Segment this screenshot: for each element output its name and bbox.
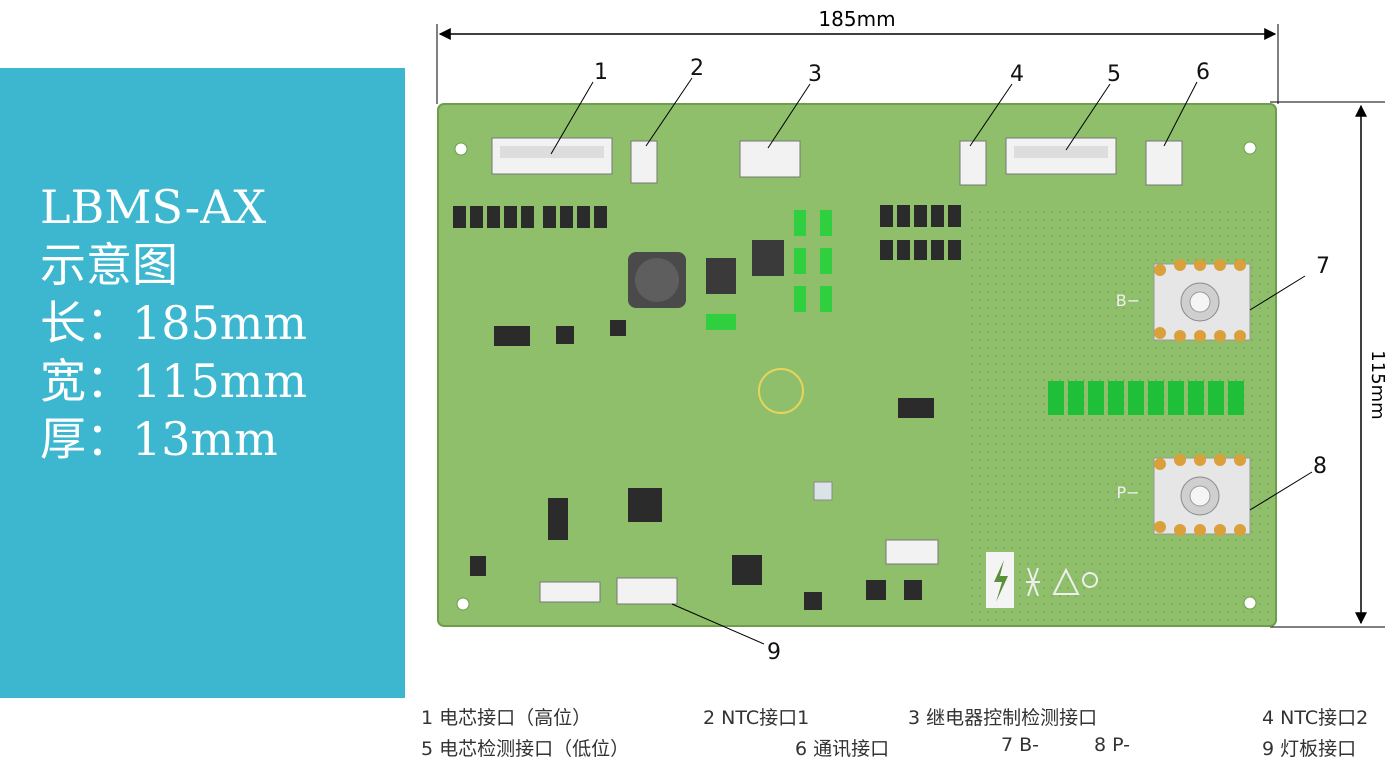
mcu-chip-icon bbox=[628, 488, 662, 522]
component-array bbox=[453, 205, 961, 260]
callout-4: 4 bbox=[1010, 62, 1024, 87]
regulator-icon bbox=[706, 258, 736, 294]
legend-item: 1 电芯接口（高位） bbox=[421, 707, 592, 729]
ic-chip-icon bbox=[610, 320, 626, 336]
info-panel bbox=[0, 68, 405, 698]
subtitle: 示意图 bbox=[40, 238, 178, 292]
callout-7: 7 bbox=[1316, 254, 1330, 279]
mount-hole-icon bbox=[1243, 141, 1257, 155]
led-bar bbox=[1048, 381, 1244, 415]
connector-icon bbox=[1005, 137, 1117, 175]
height-dimension: 115mm bbox=[1270, 101, 1388, 628]
callout-6: 6 bbox=[1196, 60, 1210, 85]
regulator-icon bbox=[752, 240, 784, 276]
legend-item: 5 电芯检测接口（低位） bbox=[421, 738, 630, 760]
model-name: LBMS-AX bbox=[40, 180, 267, 234]
legend-item: 8 P- bbox=[1094, 734, 1131, 756]
legend-item: 2 NTC接口1 bbox=[703, 707, 810, 729]
length-spec: 长：185mm bbox=[40, 296, 308, 350]
callout-5: 5 bbox=[1107, 62, 1121, 87]
height-label: 115mm bbox=[1367, 350, 1388, 419]
connector-icon bbox=[885, 539, 939, 565]
callout-8: 8 bbox=[1313, 454, 1327, 479]
pcb-board: B− P− bbox=[437, 103, 1277, 627]
mount-hole-icon bbox=[456, 597, 470, 611]
connector-icon bbox=[616, 577, 678, 605]
thickness-spec: 厚：13mm bbox=[40, 412, 278, 466]
width-dimension: 185mm bbox=[436, 7, 1279, 104]
ic-chip-icon bbox=[904, 580, 922, 600]
connector-icon bbox=[739, 140, 801, 178]
ic-chip-icon bbox=[804, 592, 822, 610]
ic-chip-icon bbox=[732, 555, 762, 585]
connector-icon bbox=[959, 140, 987, 186]
mount-hole-icon bbox=[1243, 596, 1257, 610]
legend-item: 4 NTC接口2 bbox=[1262, 707, 1369, 729]
recycle-bin-icon bbox=[1026, 567, 1040, 597]
callout-1: 1 bbox=[594, 60, 608, 85]
connector-icon bbox=[630, 140, 658, 184]
width-label: 185mm bbox=[818, 7, 895, 31]
b-minus-terminal-icon bbox=[1153, 259, 1251, 342]
product-info: LBMS-AX 示意图 长：185mm 宽：115mm 厚：13mm bbox=[40, 178, 307, 468]
battery-pad-icon bbox=[758, 368, 804, 414]
ic-chip-icon bbox=[470, 556, 486, 576]
ic-chip-icon bbox=[494, 326, 530, 346]
connector-icon bbox=[539, 581, 601, 603]
leader-lines bbox=[550, 77, 1313, 645]
p-minus-label: P− bbox=[1116, 483, 1139, 502]
connector-icon bbox=[1145, 140, 1183, 186]
legend-item: 9 灯板接口 bbox=[1262, 738, 1357, 760]
b-minus-label: B− bbox=[1116, 291, 1140, 310]
p-minus-terminal-icon bbox=[1153, 454, 1251, 536]
ic-chip-icon bbox=[556, 326, 574, 344]
connector-icon bbox=[491, 137, 613, 175]
esd-warning-icon bbox=[1052, 567, 1080, 595]
callout-9: 9 bbox=[767, 640, 781, 665]
callout-3: 3 bbox=[808, 62, 822, 87]
ic-chip-icon bbox=[548, 498, 568, 540]
logo-icon bbox=[1082, 572, 1098, 588]
green-pads bbox=[706, 210, 832, 330]
mount-hole-icon bbox=[454, 142, 468, 156]
ic-chip-icon bbox=[866, 580, 886, 600]
width-spec: 宽：115mm bbox=[40, 354, 308, 408]
callout-2: 2 bbox=[690, 56, 704, 81]
legend-item: 3 继电器控制检测接口 bbox=[908, 707, 1098, 729]
legend-item: 6 通讯接口 bbox=[795, 738, 890, 760]
ic-chip-icon bbox=[898, 398, 934, 418]
legend-item: 7 B- bbox=[1001, 734, 1040, 756]
sensor-icon bbox=[813, 481, 833, 501]
